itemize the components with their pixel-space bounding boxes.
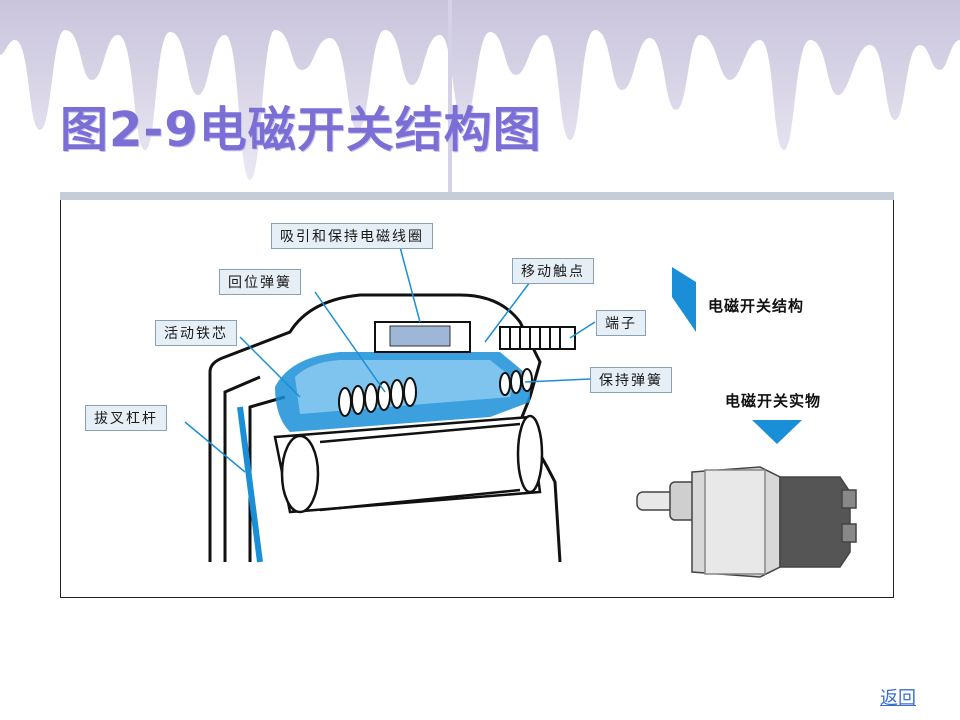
label-structure: 电磁开关结构 (708, 297, 805, 315)
label-holding-spring: 保持弹簧 (590, 367, 672, 393)
return-spring-shape (338, 368, 533, 417)
label-photo: 电磁开关实物 (725, 392, 822, 410)
solenoid-diagram (184, 246, 857, 578)
photo-pointer-icon (752, 420, 802, 444)
drip-background (0, 0, 960, 192)
label-return-spring: 回位弹簧 (219, 269, 301, 295)
terminal-bolt (499, 326, 576, 350)
diagram-frame-top-bar (60, 192, 894, 200)
label-moving-contact: 移动触点 (512, 258, 594, 284)
fork-lever-shape (237, 406, 263, 563)
coil-winding (374, 321, 471, 353)
lower-barrel (273, 414, 544, 514)
label-hold-coil: 吸引和保持电磁线圈 (271, 223, 433, 249)
label-fork-lever: 拔叉杠杆 (85, 405, 167, 431)
back-link[interactable]: 返回 (880, 688, 916, 709)
label-terminal: 端子 (596, 310, 646, 336)
solenoid-photo (636, 466, 857, 578)
leader-lines (184, 246, 596, 473)
structure-pointer-icon (672, 267, 696, 332)
label-plunger: 活动铁芯 (155, 320, 237, 346)
slide-title: 图2-9电磁开关结构图 (60, 102, 542, 159)
